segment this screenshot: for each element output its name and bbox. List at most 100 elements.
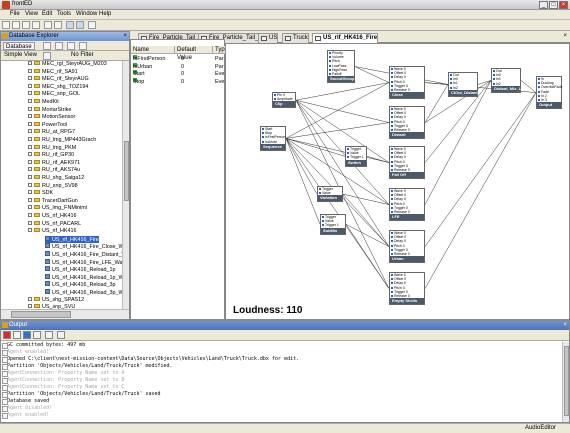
- expand-toggle-icon[interactable]: [28, 159, 32, 164]
- layout-icon[interactable]: [66, 21, 74, 29]
- scroll-thumb[interactable]: [564, 346, 569, 416]
- tree-item[interactable]: US_rif_HK416_Reload_1p: [45, 266, 116, 273]
- refresh-icon[interactable]: [43, 42, 51, 50]
- node-pin[interactable]: Delay 0: [390, 281, 424, 285]
- tree-item[interactable]: US_rif_PACARL: [28, 220, 81, 228]
- expand-toggle-icon[interactable]: [28, 129, 32, 134]
- node-pin[interactable]: In0: [449, 77, 477, 81]
- node-pin[interactable]: Trigger 0: [390, 164, 424, 168]
- column-name[interactable]: Name: [131, 46, 175, 54]
- node-pin[interactable]: Fade: [537, 90, 561, 94]
- tree-item[interactable]: US_rif_HK416_Fire_Distant_W: [45, 251, 123, 258]
- save-icon[interactable]: [22, 21, 30, 29]
- filter-icon[interactable]: [43, 52, 51, 60]
- tree-item[interactable]: US_rif_HK416: [28, 228, 76, 235]
- tree-item[interactable]: PowerTool: [28, 121, 67, 129]
- expand-toggle-icon[interactable]: [28, 61, 32, 65]
- tab-truck[interactable]: Truck: [282, 33, 309, 43]
- node-pin[interactable]: Trigger 0: [390, 206, 424, 210]
- close-icon[interactable]: ×: [123, 33, 127, 39]
- expand-toggle-icon[interactable]: [28, 83, 32, 88]
- menu-edit[interactable]: Edit: [42, 11, 53, 17]
- node-pin[interactable]: Wave 0: [390, 107, 424, 111]
- expand-toggle-icon[interactable]: [28, 205, 32, 210]
- tree-item[interactable]: US_snp_SVU: [28, 304, 75, 309]
- collapse-icon[interactable]: [67, 42, 75, 50]
- menu-help[interactable]: Help: [99, 11, 112, 17]
- node-pin[interactable]: Trigger: [346, 147, 366, 151]
- column-default-value[interactable]: Default Value: [175, 46, 213, 61]
- node-pin[interactable]: Offset 0: [390, 235, 424, 239]
- tab-us[interactable]: US: [258, 33, 279, 43]
- node-pin[interactable]: Trigger 0: [390, 248, 424, 252]
- node-pin[interactable]: Wave 0: [390, 189, 424, 193]
- minimize-button[interactable]: _: [539, 1, 548, 9]
- expand-toggle-icon[interactable]: [28, 175, 32, 179]
- expand-toggle-icon[interactable]: [28, 197, 32, 202]
- node-pin[interactable]: Delay 0: [390, 239, 424, 243]
- find-icon[interactable]: [79, 42, 87, 50]
- tab-us-rif-hk416-fire[interactable]: US_rif_HK416_Fire: [312, 33, 379, 43]
- node-pin[interactable]: In 2: [537, 94, 561, 98]
- expand-toggle-icon[interactable]: [28, 106, 32, 111]
- tree-item[interactable]: US_lmg_FNMinimi: [28, 205, 87, 212]
- scroll-thumb[interactable]: [11, 311, 71, 318]
- node-pin[interactable]: Trigger 1: [346, 155, 366, 159]
- menu-tools[interactable]: Tools: [57, 11, 72, 17]
- tree-item[interactable]: US_rif_HK416_Fire_LFE_Wave: [45, 258, 123, 266]
- tree-item[interactable]: RU_rif_GP30: [28, 152, 74, 159]
- undo-icon[interactable]: [44, 21, 52, 29]
- node-pin[interactable]: Falloff: [328, 72, 354, 76]
- property-value[interactable]: 0: [181, 78, 185, 85]
- node-pin[interactable]: Release 0: [390, 210, 424, 214]
- grid-icon[interactable]: [76, 21, 84, 29]
- filter-label[interactable]: No Filter: [71, 52, 94, 58]
- node-pin[interactable]: In0: [492, 73, 520, 77]
- property-value[interactable]: 0: [181, 63, 185, 70]
- save-all-icon[interactable]: [32, 21, 40, 29]
- tree-item[interactable]: RU_rif_AKS74u: [28, 167, 80, 174]
- tree-item[interactable]: MEC_rif_SteyrAUG: [28, 76, 89, 83]
- tree-item[interactable]: RU_shg_Saiga12: [28, 175, 84, 182]
- expand-toggle-icon[interactable]: [28, 228, 32, 233]
- expand-toggle-icon[interactable]: [28, 220, 32, 225]
- open-icon[interactable]: [12, 21, 20, 29]
- tree-item[interactable]: MEC_rif_SA91: [28, 68, 78, 76]
- menu-window[interactable]: Window: [76, 11, 98, 17]
- property-value[interactable]: 0: [181, 71, 185, 77]
- expand-toggle-icon[interactable]: [28, 304, 32, 309]
- node-pin[interactable]: OverrideFade: [537, 85, 562, 89]
- node-pin[interactable]: Offset 0: [390, 71, 424, 75]
- property-value[interactable]: 0: [181, 56, 185, 62]
- node-pin[interactable]: Trigger: [318, 187, 342, 191]
- tree-item[interactable]: TracerDartGun: [28, 197, 78, 205]
- node-pin[interactable]: Release 0: [390, 294, 424, 298]
- tree-item[interactable]: US_rif_HK416_Fire: [45, 235, 99, 243]
- node-pin[interactable]: Start: [261, 127, 285, 131]
- tree-item[interactable]: MotionSensor: [28, 114, 75, 121]
- tree-item[interactable]: MortarStrike: [28, 106, 71, 114]
- node-pin[interactable]: IsUrban: [261, 140, 285, 144]
- node-pin[interactable]: Value: [346, 151, 366, 155]
- menu-view[interactable]: View: [25, 11, 38, 17]
- node-pin[interactable]: In: [537, 77, 561, 81]
- node-pin[interactable]: Release 0: [390, 88, 424, 92]
- new-icon[interactable]: [2, 21, 10, 29]
- expand-toggle-icon[interactable]: [28, 99, 32, 103]
- node-pin[interactable]: Pitch: [328, 59, 354, 63]
- node-pin[interactable]: Release 0: [390, 252, 424, 256]
- expand-toggle-icon[interactable]: [28, 182, 32, 187]
- node-pin[interactable]: Pitch 0: [390, 120, 424, 124]
- node-pin[interactable]: Wave 0: [390, 67, 424, 71]
- node-pin[interactable]: Offset 0: [390, 193, 424, 197]
